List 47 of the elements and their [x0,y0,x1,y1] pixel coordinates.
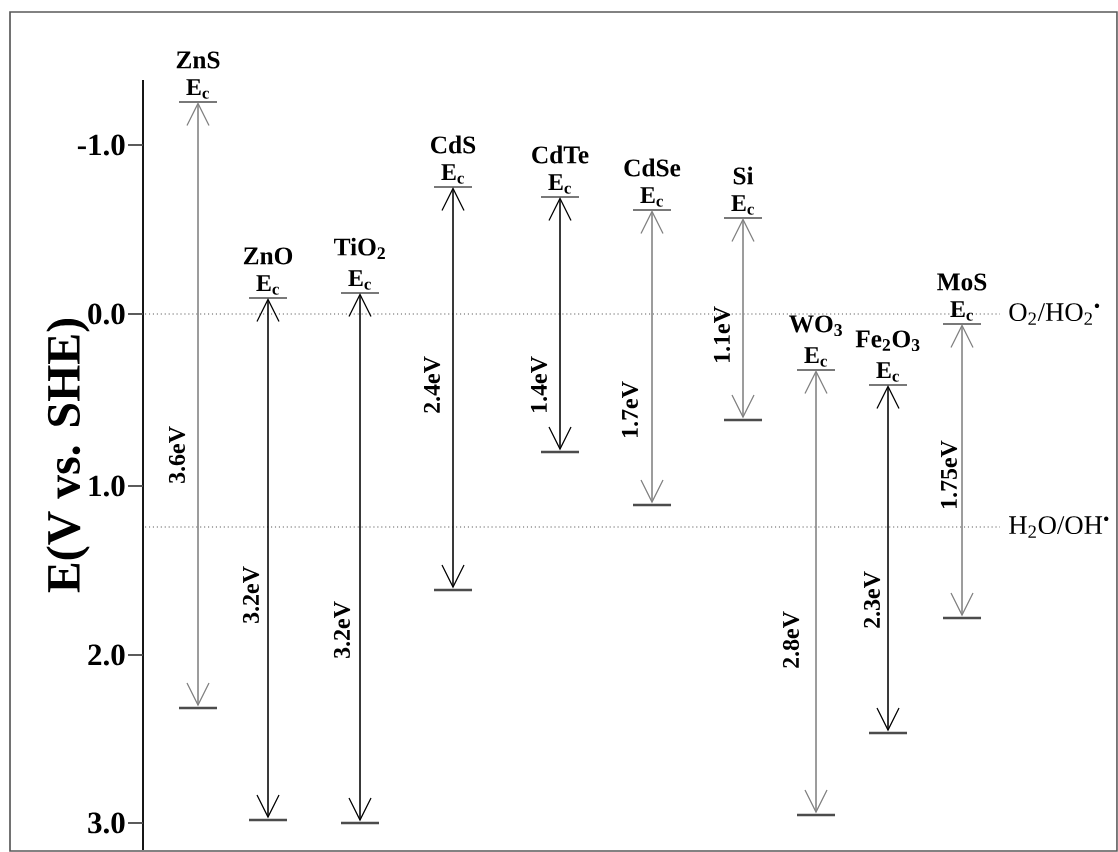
valence-band-level [541,450,579,454]
valence-band-level [633,503,671,507]
conduction-band-level: CdS E$_{c}$ [431,135,476,188]
tick-label: 0.0 [88,303,125,325]
tick-label: 2.0 [88,644,125,666]
double-arrow [441,187,465,589]
edge-label: 2.3eV [863,571,881,628]
valence-band-level [341,821,379,825]
double-arrow [876,385,900,732]
tick-label: 1.0 [89,475,125,497]
redox-level-label: H$_{2}$O/OH$^{•}$ [1009,516,1109,538]
valence-band-level [249,818,287,822]
double-arrow [256,298,280,819]
valence-band-level [179,706,217,710]
valence-band-level [869,731,907,735]
tick-label: -1.0 [77,134,125,156]
conduction-band-level: Si E$_{c}$ [723,166,763,219]
conduction-band-level: Fe$_{2}$O$_{3}$ E$_{c}$ [855,330,920,386]
axis-title: E(V vs. SHE) [46,319,90,593]
tick-label: 3.0 [88,812,125,834]
edge-label: 3.2eV [242,566,260,623]
edge-label: 3.6eV [168,426,186,483]
valence-band-level [943,616,981,620]
edge-label: 1.1eV [713,306,731,362]
edge-label: 1.75eV [940,440,958,508]
edge-label: 1.4eV [530,356,548,412]
double-arrow [731,218,755,419]
double-arrow [186,102,210,707]
double-arrow [950,324,974,617]
conduction-band-level: MoS E$_{c}$ [937,273,987,325]
edge-label: 1.7eV [621,381,639,437]
double-arrow [640,210,664,504]
valence-band-level [434,588,472,592]
double-arrow [804,370,828,814]
valence-band-level [797,813,835,817]
valence-band-level [724,418,762,422]
conduction-band-level: ZnS E$_{c}$ [176,51,220,103]
conduction-band-level: CdTe E$_{c}$ [532,145,589,198]
conduction-band-level: CdSe E$_{c}$ [624,158,681,211]
double-arrow [548,197,572,451]
edge-label: 3.2eV [333,601,351,658]
conduction-band-level: WO$_{3}$ E$_{c}$ [789,315,842,371]
double-arrow [348,293,372,822]
conduction-band-level: TiO$_{2}$ E$_{c}$ [334,237,385,294]
edge-label: 2.8eV [782,611,800,668]
edge-label: 2.4eV [423,356,441,413]
conduction-band-level: ZnO E$_{c}$ [243,247,293,299]
